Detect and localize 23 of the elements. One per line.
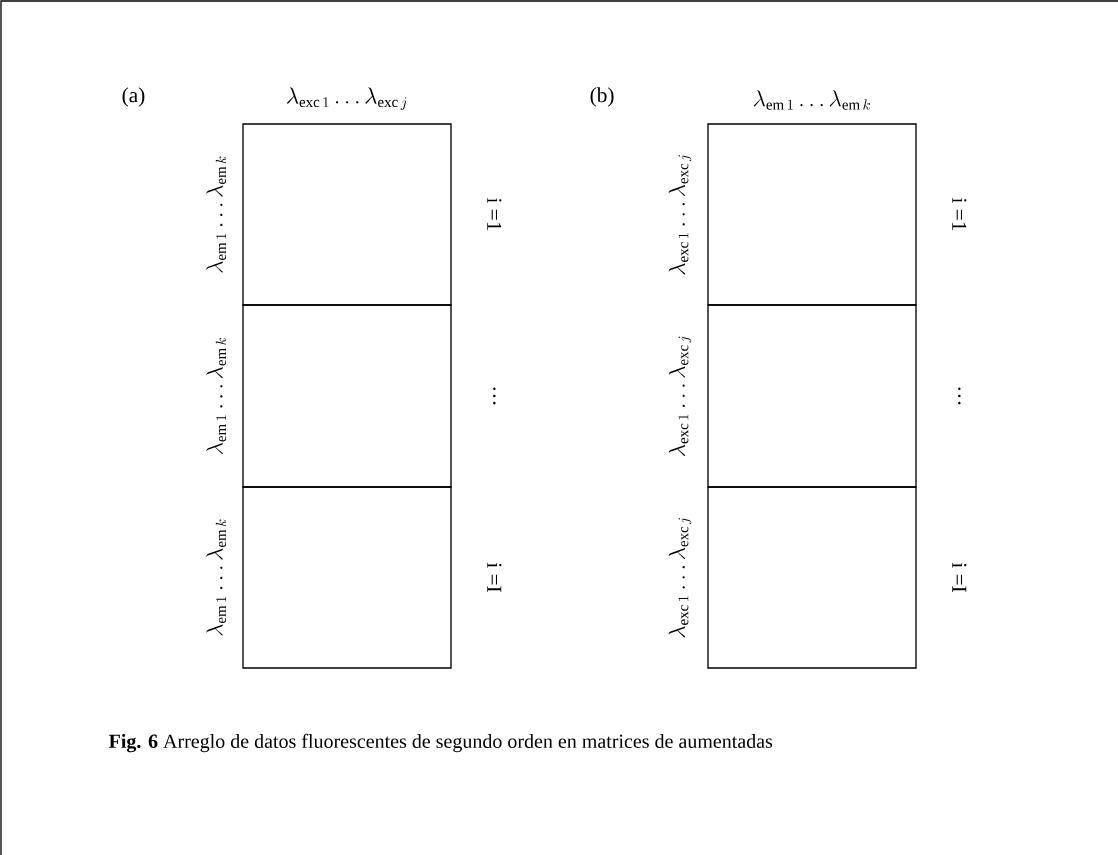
figure-caption: Fig. 6 Arreglo de datos fluorescentes de segundo orden en matrices de aumentadas — [108, 733, 773, 753]
index-label: i =I — [952, 562, 967, 592]
index-label: i =I — [487, 562, 502, 592]
axis-label: $\lambda_{\mathrm{exc}\,1} \ldots \lambda_{\mathrm{exc}\,j}$ — [668, 518, 692, 638]
index-label: … — [958, 387, 961, 405]
axis-label: $\lambda_{\mathrm{exc}\,1} \ldots \lambda_{\mathrm{exc}\,j}$ — [668, 155, 692, 275]
panel-label: (b) — [590, 87, 614, 107]
axis-label: $\lambda_{\mathrm{em}\,1} \ldots \lambda_{\mathrm{em}\,k}$ — [206, 338, 227, 455]
matrix-box — [707, 304, 917, 488]
axis-label: $\lambda_{\mathrm{em}\,1} \ldots \lambda_{\mathrm{em}\,k}$ — [206, 156, 227, 273]
axis-label: $\lambda_{\mathrm{em}\,1} \ldots \lambda_{\mathrm{em}\,k}$ — [206, 519, 227, 636]
axis-label: $\lambda_{\mathrm{em}\,1} \ldots \lambda_{\mathrm{em}\,k}$ — [753, 90, 870, 110]
matrix-box — [242, 123, 452, 306]
index-label: i =1 — [487, 197, 502, 231]
matrix-box — [707, 486, 917, 669]
panel-label: (a) — [122, 87, 145, 107]
index-label: … — [493, 387, 496, 405]
axis-label: $\lambda_{\mathrm{exc}\,1} \ldots \lambda_{\mathrm{exc}\,j}$ — [668, 336, 692, 456]
matrix-box — [242, 304, 452, 488]
index-label: i =1 — [952, 197, 967, 231]
matrix-box — [707, 123, 917, 306]
matrix-box — [242, 486, 452, 669]
axis-label: $\lambda_{\mathrm{exc}\,1} \ldots \lambda_{\mathrm{exc}\,j}$ — [287, 87, 407, 110]
